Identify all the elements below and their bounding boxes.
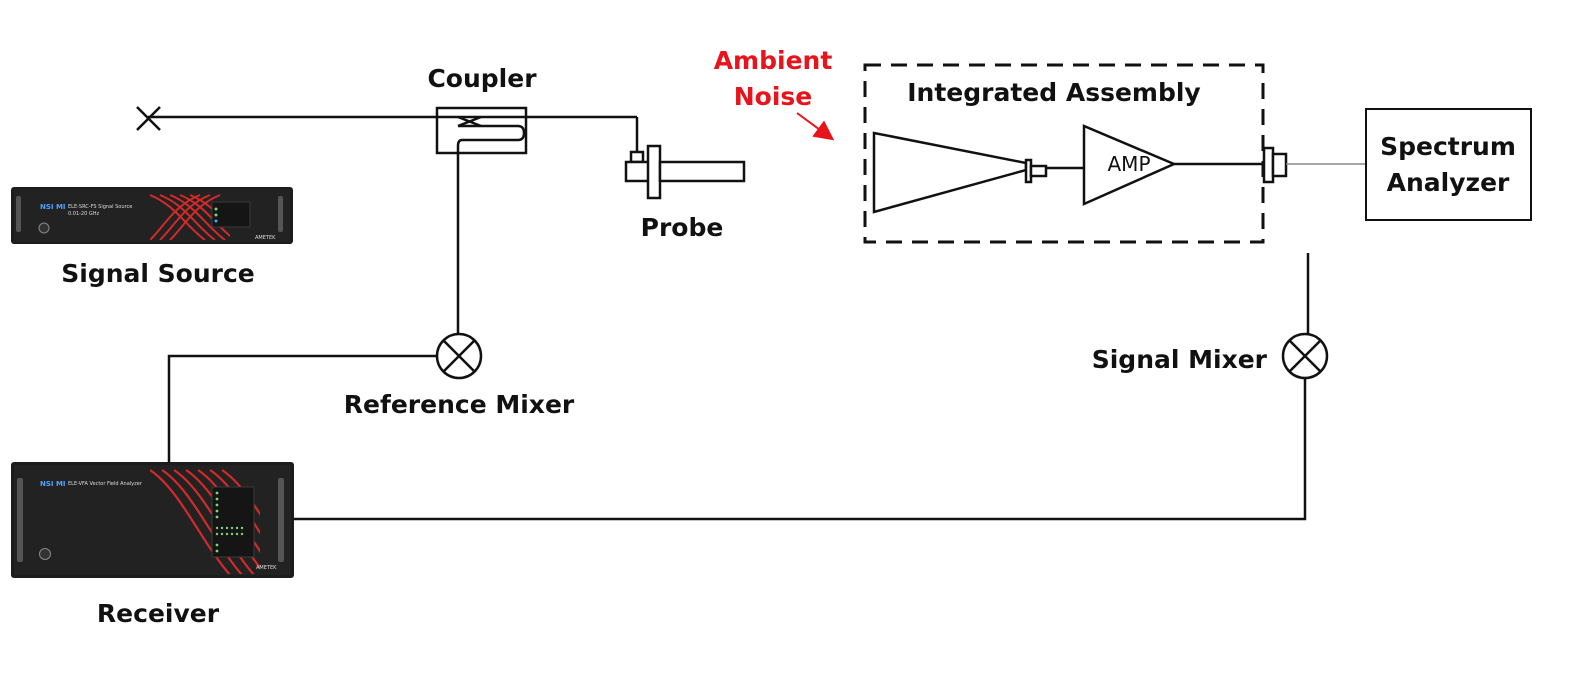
signal-source-device: NSI MI ELE-SRC-FS Signal Source 0.01-20 …	[11, 187, 293, 244]
integrated-assembly-label: Integrated Assembly	[907, 78, 1200, 107]
receiver-to-ref-mixer-line	[167, 354, 437, 462]
receiver-maker-text: AMETEK	[256, 565, 277, 571]
coupler-symbol	[435, 106, 528, 155]
horn-antenna-icon	[872, 131, 1048, 214]
receiver-brand-text: NSI MI	[40, 480, 66, 488]
spectrum-analyzer-label-line2: Analyzer	[1387, 168, 1510, 197]
amplifier-icon	[1082, 124, 1178, 206]
signal-mixer-icon	[1281, 332, 1329, 380]
ambient-noise-label-line1: Ambient	[714, 46, 833, 75]
signal-mixer-label: Signal Mixer	[1092, 345, 1268, 374]
ambient-noise-arrow	[796, 112, 835, 141]
source-model-text: ELE-SRC-FS Signal Source	[68, 204, 132, 210]
reference-mixer-label: Reference Mixer	[344, 390, 575, 419]
spectrum-analyzer-box	[1365, 108, 1532, 221]
reference-mixer-icon	[435, 332, 483, 380]
coupler-label: Coupler	[427, 64, 537, 93]
probe-icon	[624, 144, 746, 200]
signal-source-label: Signal Source	[61, 259, 255, 288]
receiver-label: Receiver	[97, 599, 220, 628]
assembly-connector-icon	[1262, 146, 1288, 184]
receiver-model-text: ELE-VFA Vector Field Analyzer	[68, 481, 143, 487]
receiver-to-signal-mixer-line	[294, 378, 1307, 521]
receiver-device: NSI MI ELE-VFA Vector Field Analyzer AME…	[11, 462, 294, 578]
probe-label: Probe	[641, 213, 724, 242]
termination-x-icon	[136, 106, 161, 131]
feed-line	[148, 115, 639, 152]
source-range-text: 0.01-20 GHz	[68, 211, 100, 217]
ambient-noise-label-line2: Noise	[734, 82, 813, 111]
source-maker-text: AMETEK	[255, 235, 276, 241]
source-brand-text: NSI MI	[40, 203, 66, 211]
spectrum-analyzer-label-line1: Spectrum	[1380, 132, 1516, 161]
amp-label: AMP	[1108, 152, 1151, 176]
